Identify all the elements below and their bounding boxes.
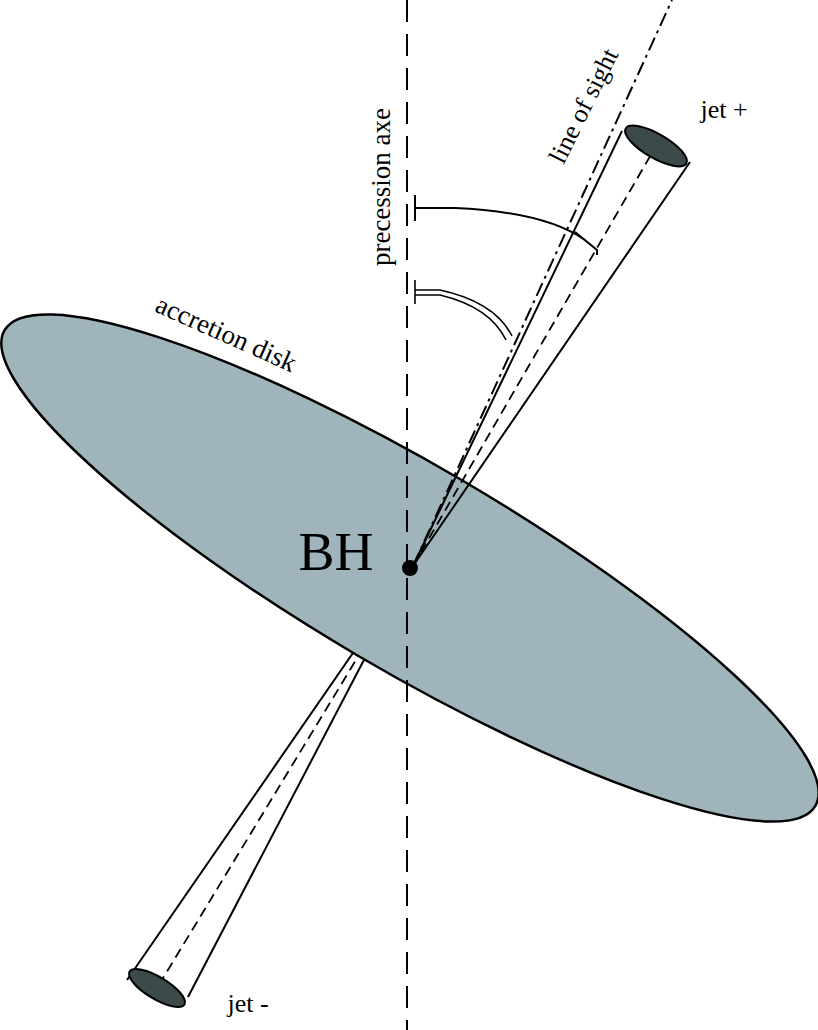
jet-label: jet + [700, 97, 747, 123]
jet-plus-cone [413, 118, 692, 566]
axis-label: precession axe [368, 108, 395, 266]
jet-label: jet - [227, 991, 268, 1017]
black-hole-dot [402, 560, 418, 576]
part-label: BH [298, 525, 373, 579]
line-of-sight [413, 0, 672, 566]
angle-arc-double [415, 280, 512, 340]
precession-axis [406, 0, 408, 1030]
axis-label: line of sight [545, 45, 624, 168]
accretion-disk [0, 242, 818, 894]
angle-arc [415, 195, 597, 255]
